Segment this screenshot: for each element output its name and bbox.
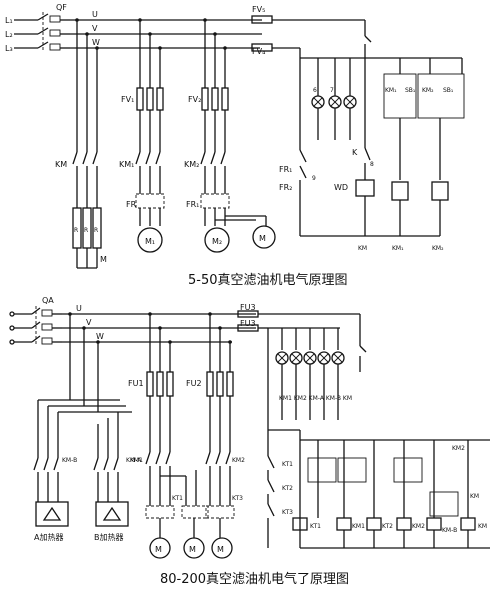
btn-sb2-label: SB₁ [443,87,454,94]
incoming-phases: L₁ L₂ L₃ [5,16,38,53]
phase-label-3: L₃ [5,44,13,53]
control-circuit-2: KM1 KM2 KM-A KM-B KM KT1 KT2 KT3 [267,314,490,549]
coil-km2-label: KM₂ [432,245,444,252]
relay-kt1-label: KT1 [172,495,183,502]
motor-branch-2a: FU1 KM1 KT1 M M [128,314,209,559]
contactor2-km2-label: KM2 [232,457,245,464]
contactor-kmb-label: KM-B [62,457,77,464]
breaker-qa: QA [31,296,62,346]
motor-m2-branch: FV₂ KM₂ FR₁ M₂ M [184,20,276,253]
motor-m1-branch: FV₁ KM₁ FR M₁ [119,20,165,253]
heater-r1-label: R [74,227,78,234]
diagram-2: QA U V W FU3 FU3 [9,296,490,587]
heater-contactor-label: KM [55,160,67,169]
relay-kt3-label: KT3 [232,495,243,502]
heater-motor-label: M [100,255,107,264]
bus-v-label: V [92,24,98,33]
control-fuses-2: FU3 FU3 [237,303,360,332]
bus-u-label: U [92,10,98,19]
fuse2-m2-label: FU2 [186,379,202,388]
lamp-7-label: 7 [330,87,334,94]
lamp-row-label: KM1 KM2 KM-A KM-B KM [279,395,352,402]
fuse-m1-label: FV₁ [121,95,134,104]
motor2-2-label: M [189,545,196,554]
breaker-qf: QF [37,3,70,52]
motor-m1-label: M₁ [145,237,155,246]
ctrl-8-label: 8 [370,161,374,168]
phase-label-1: L₁ [5,16,13,25]
ctrl-kt3-label: KT3 [282,509,293,516]
ctrl-wd-label: WD [334,183,348,192]
heater-branch: KM R R R M [55,20,107,269]
ctrl-fr1-label: FR₁ [279,165,292,174]
contactor-kma-label: KM-A [126,457,142,464]
heater-a-label: A加热器 [34,532,63,542]
diagram-1-caption: 5-50真空滤油机电气原理图 [188,272,348,288]
contactor-m1-label: KM₁ [119,160,134,169]
coil2-km2-label: KM2 [412,523,425,530]
ctrl-kt1-label: KT1 [282,461,293,468]
contactor-m2-label: KM₂ [184,160,199,169]
motor2-3-label: M [217,545,224,554]
fuse-m2-label: FV₂ [188,95,201,104]
phase-label-2: L₂ [5,30,13,39]
contactor2-km1-label: KM1 [130,457,143,464]
motor-m2-label: M₂ [212,237,222,246]
ctrl-km-label: KM [470,493,479,500]
ctrl-km2-label: KM2 [452,445,465,452]
control-fuses: FV₅ FV₄ [251,5,365,56]
bus2-u-label: U [76,304,82,313]
lamp-6-label: 6 [313,87,317,94]
motor2-1-label: M [155,545,162,554]
coil-kt2-label: KT2 [382,523,393,530]
bus2-v-label: V [86,318,92,327]
btn-sb1-label: SB₁ [405,87,416,94]
diagram-1: L₁ L₂ L₃ QF U V W [5,3,465,288]
coil2-km1-label: KM1 [352,523,365,530]
heater-r2-label: R [84,227,88,234]
coil2-km-label: KM [478,523,487,530]
fuse-top1-label: FV₅ [252,5,265,14]
breaker-2-label: QA [42,296,54,305]
heater-b-label: B加热器 [94,532,124,542]
fuse2-top1-label: FU3 [240,303,256,312]
diagram-2-caption: 80-200真空滤油机电气了原理图 [160,571,349,587]
ctrl-9-label: 9 [312,175,316,182]
breaker-label: QF [56,3,67,12]
coil-km1-label: KM₁ [392,245,404,252]
bus2-w-label: W [96,332,104,341]
busbars: U V W [70,10,262,50]
heater-r3-label: R [94,227,98,234]
heater-branches-2: KM-B KM-A A加热器 B加热器 [33,314,142,542]
motor-branch-2b: FU2 KM2 KT3 M [186,314,245,559]
busbars-2: U V W [62,304,256,344]
incoming-phases-2 [9,311,32,345]
control-circuit-1: 6 7 KM₁ SB₁ KM₂ SB₁ K 8 WD [279,20,465,252]
relay-m1-label: FR [126,200,137,209]
ctrl-kt2-label: KT2 [282,485,293,492]
ctrl-k-label: K [352,148,358,157]
motor-m3-label: M [259,234,266,243]
coil-kmb-label: KM-B [442,527,457,534]
fuse2-m1-label: FU1 [128,379,144,388]
bus-w-label: W [92,38,100,47]
ctrl-fr2-label: FR₂ [279,183,292,192]
btn-km1-label: KM₁ [385,87,397,94]
fuse2-top2-label: FU3 [240,319,256,328]
coil-kt1-label: KT1 [310,523,321,530]
btn-km2-label: KM₂ [422,87,434,94]
relay-m2-label: FR₁ [186,200,199,209]
coil-km-label: KM [358,245,367,252]
